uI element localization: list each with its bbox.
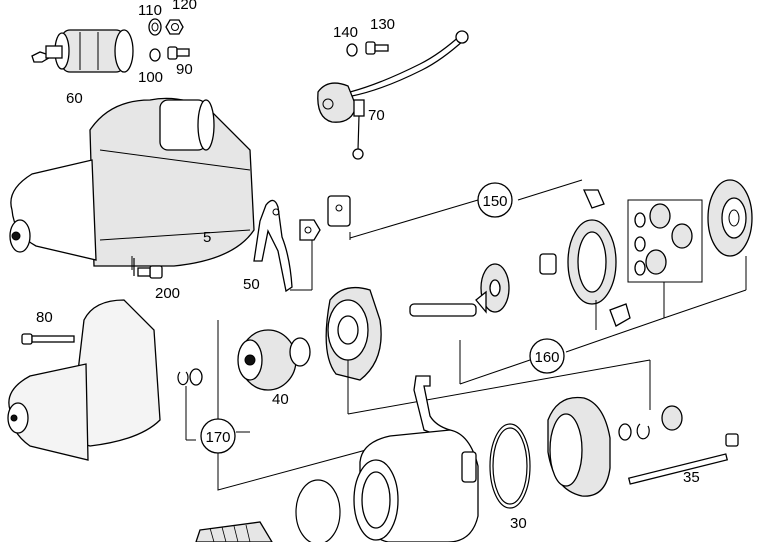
label-100: 100 (138, 69, 163, 86)
circlip-rings (177, 368, 203, 386)
washer-140 (346, 43, 358, 57)
commutator-end-housing (547, 396, 611, 497)
callout-170-label: 170 (205, 429, 230, 446)
label-50: 50 (243, 276, 260, 293)
label-60: 60 (66, 90, 83, 107)
label-110: 110 (138, 2, 162, 19)
callout-160-label: 160 (534, 349, 559, 366)
starter-assembly-lower (7, 299, 161, 461)
label-120: 120 (172, 0, 197, 13)
screw-200 (133, 258, 163, 279)
label-90: 90 (176, 61, 193, 78)
callout-150-label: 150 (482, 193, 507, 210)
label-130: 130 (370, 16, 395, 33)
screw-90 (167, 46, 190, 60)
label-35: 35 (683, 469, 700, 486)
ring-gear (539, 189, 631, 327)
solenoid-part (31, 29, 134, 73)
armature (195, 521, 273, 542)
callout-150: 150 (477, 182, 513, 218)
o-ring-large (295, 479, 341, 542)
through-bolt-35 (627, 433, 739, 485)
bolt-80 (21, 333, 75, 345)
o-ring-30 (489, 423, 531, 509)
pinion-40 (217, 320, 311, 391)
label-200: 200 (155, 285, 180, 302)
washer-110 (148, 18, 162, 36)
screw-130 (365, 41, 389, 55)
planet-shaft (409, 263, 510, 317)
starter-assembly-5 (9, 97, 255, 270)
cable-assembly-70 (317, 30, 469, 160)
label-30: 30 (510, 515, 527, 532)
planet-gears-box (627, 199, 703, 283)
bearing-parts (618, 405, 683, 441)
field-housing (353, 429, 479, 542)
label-70: 70 (368, 107, 385, 124)
callout-160: 160 (529, 338, 565, 374)
label-80: 80 (36, 309, 53, 326)
label-140: 140 (333, 24, 358, 41)
lever-50 (253, 195, 351, 293)
drive-housing (325, 286, 382, 381)
end-cover-disc (707, 179, 753, 257)
label-40: 40 (272, 391, 289, 408)
callout-170: 170 (200, 418, 236, 454)
label-5: 5 (203, 229, 211, 246)
nut-120 (165, 19, 184, 35)
washer-100 (149, 48, 161, 62)
